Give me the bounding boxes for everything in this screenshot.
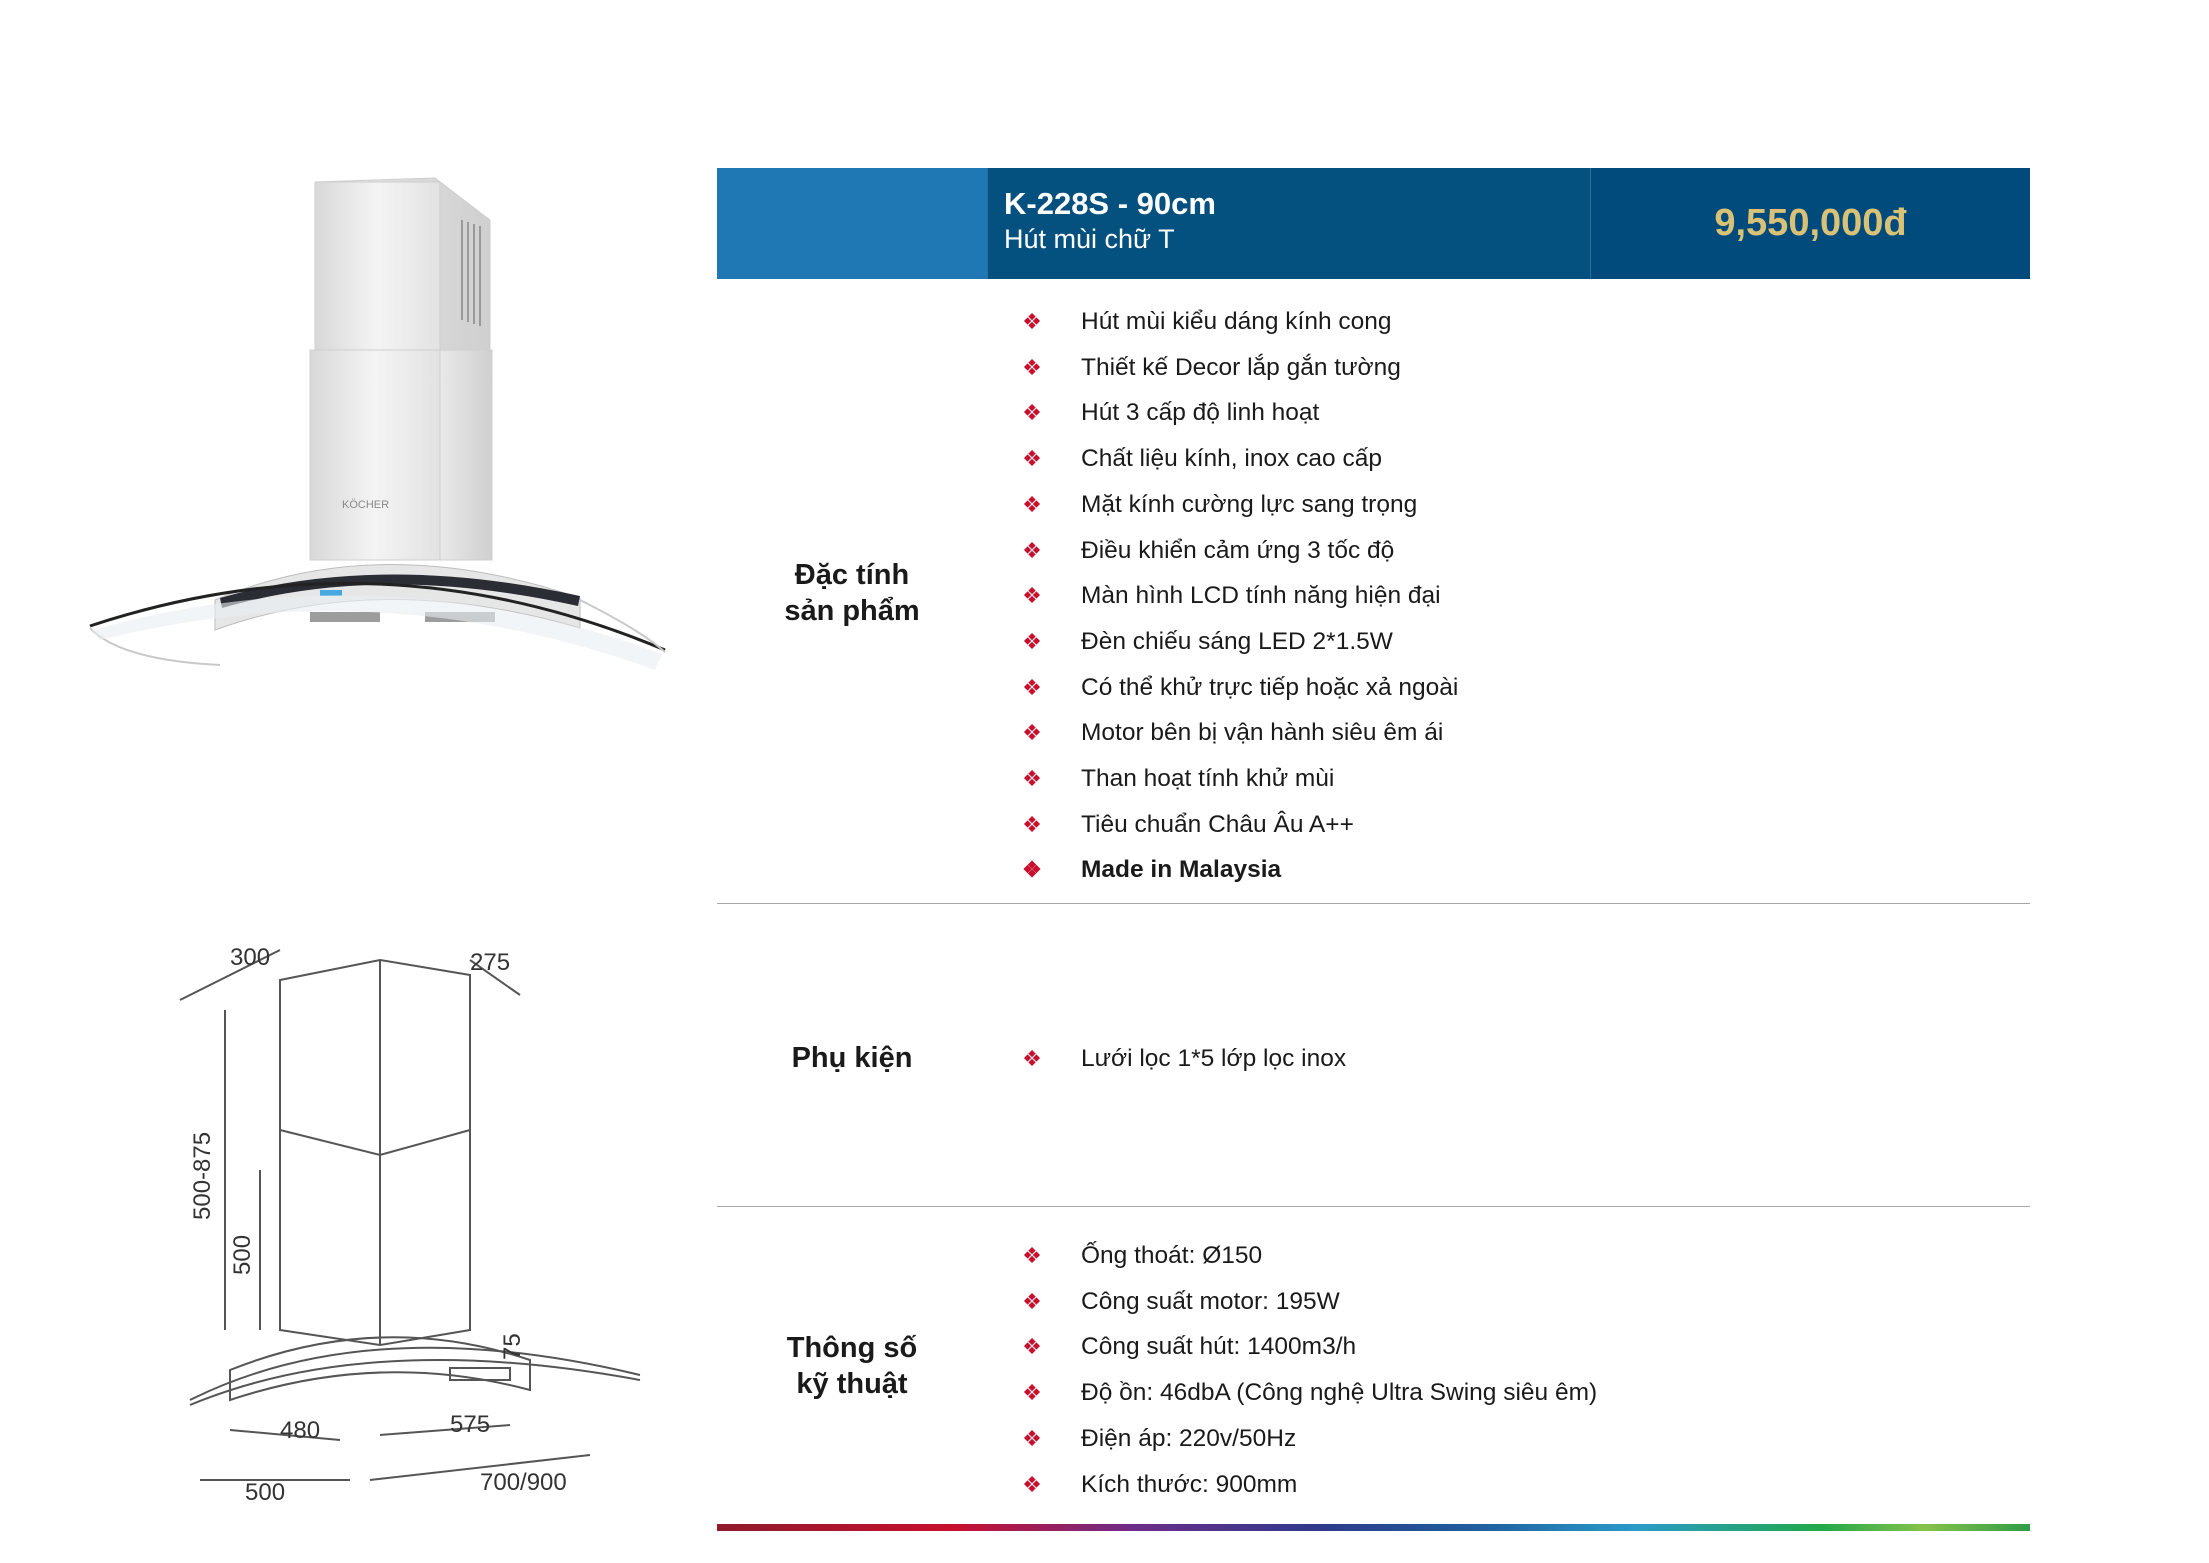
features-label: Đặc tính sản phẩm: [784, 559, 920, 627]
list-item: ❖Kích thước: 900mm: [1017, 1462, 1597, 1508]
bullet-icon: ❖: [1022, 766, 1042, 792]
bullet-icon: ❖: [1022, 1471, 1042, 1497]
bullet-icon: ❖: [1022, 1243, 1042, 1268]
bullet-icon: ❖: [1022, 1380, 1042, 1406]
list-item: ❖Thiết kế Decor lắp gắn tường: [1017, 345, 1458, 391]
dimension-drawing: 300 275 500-875 500 75 480 575 500 700/9…: [179, 944, 641, 1506]
list-item: ❖Mặt kính cường lực sang trọng: [1017, 482, 1458, 528]
list-item: ❖Hút 3 cấp độ linh hoạt: [1017, 390, 1458, 436]
bullet-icon: ❖: [1022, 537, 1042, 563]
product-header: K-228S - 90cm Hút mùi chữ T 9,550,000đ: [717, 168, 2030, 279]
list-item: ❖Công suất hút: 1400m3/h: [1017, 1324, 1597, 1370]
list-item: ❖Hút mùi kiểu dáng kính cong: [1017, 299, 1458, 345]
list-item: ❖Lưới lọc 1*5 lớp lọc inox: [1017, 1036, 1346, 1082]
features-section: Đặc tính sản phẩm ❖Hút mùi kiểu dáng kín…: [717, 299, 2030, 899]
specs-list: ❖Ống thoát: Ø150 ❖Công suất motor: 195W …: [1017, 1233, 1597, 1507]
bullet-icon: ❖: [1022, 1046, 1042, 1071]
header-title-cell: K-228S - 90cm Hút mùi chữ T: [987, 168, 1590, 279]
list-item: ❖Motor bên bị vận hành siêu êm ái: [1017, 710, 1458, 756]
bullet-icon: ❖: [1022, 1425, 1042, 1451]
accessories-section: Phụ kiện ❖Lưới lọc 1*5 lớp lọc inox: [717, 1036, 2030, 1086]
brand-logo: KÖCHER: [342, 499, 389, 511]
bullet-icon: ❖: [1022, 628, 1042, 654]
bullet-icon: ❖: [1022, 674, 1042, 700]
list-item: ❖Công suất motor: 195W: [1017, 1279, 1597, 1325]
list-item: ❖Ống thoát: Ø150: [1017, 1233, 1597, 1279]
dim-275: 275: [470, 949, 510, 976]
section-divider: [717, 1206, 2030, 1207]
specs-section: Thông số kỹ thuật ❖Ống thoát: Ø150 ❖Công…: [717, 1233, 2030, 1513]
section-divider: [717, 903, 2030, 904]
dim-575: 575: [450, 1411, 490, 1438]
bullet-icon: ❖: [1022, 1288, 1042, 1314]
bullet-icon: ❖: [1022, 354, 1042, 380]
list-item: ❖Tiêu chuẩn Châu Âu A++: [1017, 802, 1458, 848]
dim-300: 300: [230, 944, 270, 971]
list-item: ❖Màn hình LCD tính năng hiện đại: [1017, 573, 1458, 619]
model-name: K-228S - 90cm: [1004, 186, 1216, 221]
bullet-icon: ❖: [1022, 720, 1042, 746]
list-item: ❖Điều khiển cảm ứng 3 tốc độ: [1017, 528, 1458, 574]
list-item: ❖Than hoạt tính khử mùi: [1017, 756, 1458, 802]
dim-500-875: 500-875: [189, 1132, 216, 1220]
bullet-icon: ❖: [1022, 446, 1042, 472]
dim-500: 500: [229, 1235, 256, 1275]
header-left-cell: [717, 168, 987, 279]
list-item: ❖Có thể khử trực tiếp hoặc xả ngoài: [1017, 665, 1458, 711]
accessories-list: ❖Lưới lọc 1*5 lớp lọc inox: [1017, 1036, 1346, 1082]
bullet-icon: ❖: [1022, 857, 1042, 883]
bullet-icon: ❖: [1022, 491, 1042, 517]
bullet-icon: ❖: [1022, 1334, 1042, 1360]
list-item: ❖Đèn chiếu sáng LED 2*1.5W: [1017, 619, 1458, 665]
dim-75: 75: [499, 1333, 526, 1360]
dim-500-bottom: 500: [245, 1479, 285, 1506]
bullet-icon: ❖: [1022, 811, 1042, 837]
bullet-icon: ❖: [1022, 400, 1042, 426]
bullet-icon: ❖: [1022, 583, 1042, 609]
list-item: ❖Made in Malaysia: [1017, 847, 1458, 893]
list-item: ❖Chất liệu kính, inox cao cấp: [1017, 436, 1458, 482]
product-photo: KÖCHER: [89, 177, 666, 670]
header-price-cell: 9,550,000đ: [1590, 168, 2030, 279]
dim-480: 480: [280, 1417, 320, 1444]
features-list: ❖Hút mùi kiểu dáng kính cong ❖Thiết kế D…: [1017, 299, 1458, 893]
list-item: ❖Điện áp: 220v/50Hz: [1017, 1416, 1597, 1462]
specs-label: Thông số kỹ thuật: [786, 1332, 918, 1400]
accessories-label: Phụ kiện: [791, 1042, 913, 1074]
bullet-icon: ❖: [1022, 309, 1042, 334]
product-subtitle: Hút mùi chữ T: [1004, 224, 1175, 254]
dim-700-900: 700/900: [480, 1469, 567, 1496]
footer-color-bar: [717, 1524, 2030, 1531]
price: 9,550,000đ: [1714, 202, 1907, 244]
list-item: ❖Độ ồn: 46dbA (Công nghệ Ultra Swing siê…: [1017, 1370, 1597, 1416]
